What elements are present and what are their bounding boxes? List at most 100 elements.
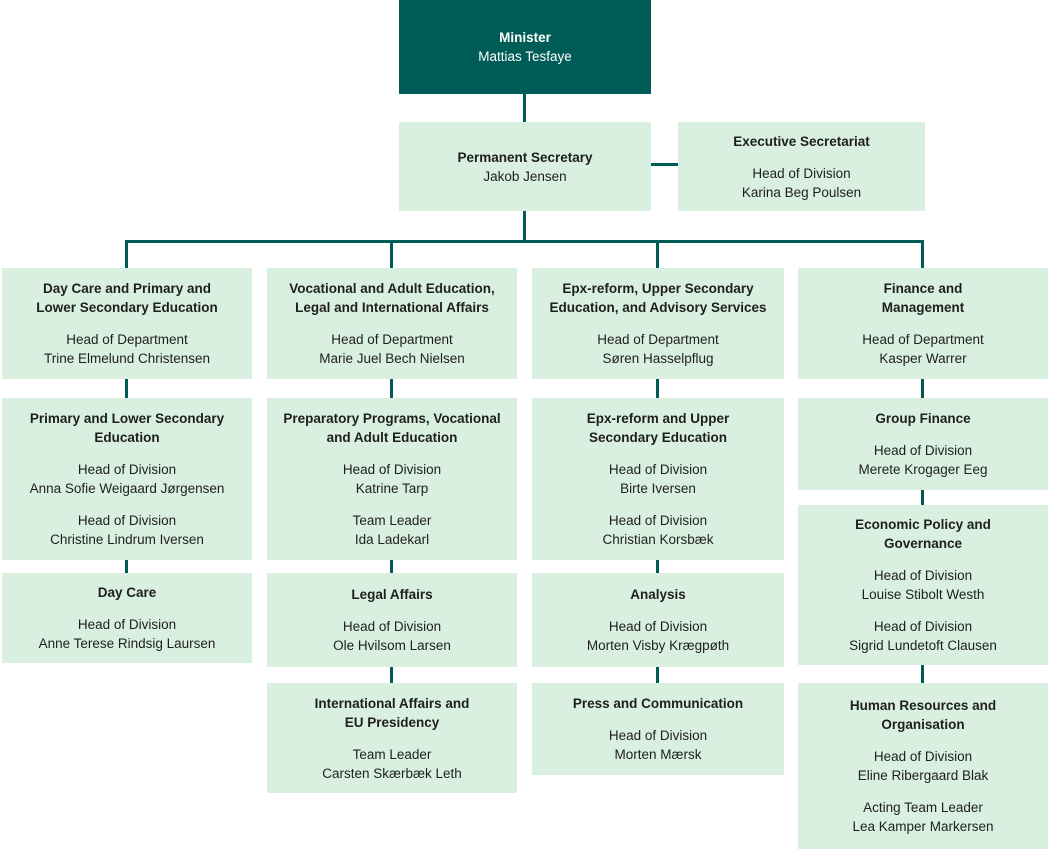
entry-name: Kasper Warrer — [879, 351, 967, 366]
unit-title: International Affairs and EU Presidency — [314, 695, 470, 730]
entry-name: Anne Terese Rindsig Laursen — [38, 636, 216, 651]
department-title: Epx-reform, Upper Secondary Education, a… — [549, 281, 767, 315]
entry-name: Katrine Tarp — [355, 481, 429, 496]
unit-title: Group Finance — [875, 411, 971, 426]
connector-col2-unit2-unit3 — [390, 667, 393, 683]
department-title: Vocational and Adult Education, Legal an… — [289, 281, 495, 315]
unit-entry: Head of Division Morten Mærsk — [609, 726, 707, 764]
connector-drop-col1 — [125, 240, 128, 268]
connector-bus — [125, 240, 924, 243]
entry-role: Head of Division — [77, 513, 177, 528]
connector-col3-dept-unit1 — [656, 379, 659, 398]
department-entry: Head of Department Trine Elmelund Christ… — [44, 330, 210, 368]
department-box-epx-reform: Epx-reform, Upper Secondary Education, a… — [532, 268, 784, 379]
unit-entry: Head of Division Birte Iversen — [609, 460, 707, 498]
entry-role: Head of Department — [862, 332, 984, 347]
executive-secretariat-title: Executive Secretariat — [733, 133, 870, 149]
entry-name: Morten Visby Krægpøth — [586, 638, 730, 653]
department-entry: Head of Department Marie Juel Bech Niels… — [319, 330, 465, 368]
permanent-secretary-title: Permanent Secretary — [457, 149, 593, 165]
entry-role: Head of Division — [752, 165, 851, 181]
entry-role: Head of Division — [342, 619, 442, 634]
department-title: Day Care and Primary and Lower Secondary… — [36, 281, 218, 315]
unit-box-economic-policy: Economic Policy and Governance Head of D… — [798, 505, 1048, 665]
department-entry: Head of Department Kasper Warrer — [862, 330, 984, 368]
unit-box-legal-affairs: Legal Affairs Head of Division Ole Hvils… — [267, 573, 517, 667]
unit-box-primary-lower-secondary: Primary and Lower Secondary Education He… — [2, 398, 252, 560]
department-box-finance-management: Finance and Management Head of Departmen… — [798, 268, 1048, 379]
unit-entry: Head of Division Christine Lindrum Ivers… — [50, 511, 204, 549]
entry-role: Head of Division — [873, 443, 973, 458]
unit-title: Economic Policy and Governance — [855, 517, 991, 551]
department-entry: Head of Department Søren Hasselpflug — [597, 330, 719, 368]
unit-entry: Team Leader Carsten Skærbæk Leth — [322, 745, 462, 783]
unit-title: Preparatory Programs, Vocational and Adu… — [283, 411, 501, 445]
unit-entry: Head of Division Christian Korsbæk — [602, 511, 713, 549]
entry-role: Head of Department — [597, 332, 719, 347]
entry-role: Acting Team Leader — [863, 800, 983, 815]
unit-entry: Head of Division Katrine Tarp — [343, 460, 441, 498]
unit-box-international-affairs: International Affairs and EU Presidency … — [267, 683, 517, 793]
unit-entry: Head of Division Eline Ribergaard Blak — [858, 747, 989, 785]
entry-name: Karina Beg Poulsen — [741, 184, 862, 200]
entry-role: Head of Department — [66, 332, 188, 347]
permanent-secretary-box: Permanent Secretary Jakob Jensen — [399, 122, 651, 211]
unit-entry: Head of Division Ole Hvilsom Larsen — [333, 617, 451, 655]
entry-role: Head of Division — [77, 462, 177, 477]
connector-col2-unit1-unit2 — [390, 560, 393, 573]
minister-name: Mattias Tesfaye — [478, 49, 572, 64]
entry-role: Head of Division — [342, 462, 442, 477]
connector-drop-col2 — [390, 240, 393, 268]
unit-title: Legal Affairs — [351, 587, 433, 602]
unit-entry: Head of Division Anne Terese Rindsig Lau… — [39, 615, 216, 653]
minister-title: Minister — [499, 30, 551, 45]
unit-entry: Head of Division Morten Visby Krægpøth — [587, 617, 729, 655]
entry-role: Head of Division — [608, 728, 708, 743]
entry-name: Louise Stibolt Westh — [861, 587, 985, 602]
unit-title: Analysis — [630, 587, 686, 602]
entry-name: Ole Hvilsom Larsen — [333, 638, 451, 653]
unit-title: Day Care — [97, 585, 157, 600]
connector-col1-dept-unit1 — [125, 379, 128, 398]
unit-box-human-resources: Human Resources and Organisation Head of… — [798, 683, 1048, 849]
entry-role: Head of Division — [608, 619, 708, 634]
unit-title: Epx-reform and Upper Secondary Education — [586, 411, 730, 445]
entry-name: Eline Ribergaard Blak — [857, 768, 989, 783]
minister-box: Minister Mattias Tesfaye — [399, 0, 651, 94]
entry-name: Christine Lindrum Iversen — [50, 532, 204, 547]
connector-minister-permsec — [523, 94, 526, 122]
unit-entry: Head of Division Sigrid Lundetoft Clause… — [849, 617, 997, 655]
unit-title: Primary and Lower Secondary Education — [29, 411, 225, 445]
unit-box-analysis: Analysis Head of Division Morten Visby K… — [532, 573, 784, 667]
executive-secretariat-box: Executive Secretariat Head of Division K… — [678, 122, 925, 211]
connector-col3-unit1-unit2 — [656, 560, 659, 573]
entry-name: Merete Krogager Eeg — [858, 462, 988, 477]
department-title: Finance and Management — [881, 281, 965, 315]
entry-role: Head of Division — [608, 462, 708, 477]
connector-col3-unit2-unit3 — [656, 667, 659, 683]
entry-name: Anna Sofie Weigaard Jørgensen — [29, 481, 225, 496]
entry-name: Trine Elmelund Christensen — [43, 351, 211, 366]
unit-box-group-finance: Group Finance Head of Division Merete Kr… — [798, 398, 1048, 490]
entry-role: Team Leader — [352, 513, 432, 528]
unit-entry: Head of Division Merete Krogager Eeg — [858, 441, 987, 479]
unit-entry: Head of Division Anna Sofie Weigaard Jør… — [30, 460, 225, 498]
unit-entry: Team Leader Ida Ladekarl — [353, 511, 432, 549]
entry-name: Marie Juel Bech Nielsen — [319, 351, 465, 366]
connector-drop-col4 — [921, 240, 924, 268]
entry-name: Ida Ladekarl — [354, 532, 430, 547]
entry-role: Head of Division — [873, 749, 973, 764]
connector-col4-dept-unit1 — [921, 379, 924, 398]
entry-role: Head of Division — [873, 619, 973, 634]
connector-col4-unit2-unit3 — [921, 665, 924, 683]
entry-role: Head of Division — [873, 568, 973, 583]
unit-box-press-communication: Press and Communication Head of Division… — [532, 683, 784, 775]
executive-secretariat-entry: Head of Division Karina Beg Poulsen — [742, 164, 861, 202]
unit-entry: Acting Team Leader Lea Kamper Markersen — [852, 798, 993, 836]
connector-permsec-execsec — [651, 163, 678, 166]
connector-drop-col3 — [656, 240, 659, 268]
unit-box-preparatory-programs: Preparatory Programs, Vocational and Adu… — [267, 398, 517, 560]
connector-col4-unit1-unit2 — [921, 490, 924, 505]
entry-name: Carsten Skærbæk Leth — [322, 765, 462, 781]
